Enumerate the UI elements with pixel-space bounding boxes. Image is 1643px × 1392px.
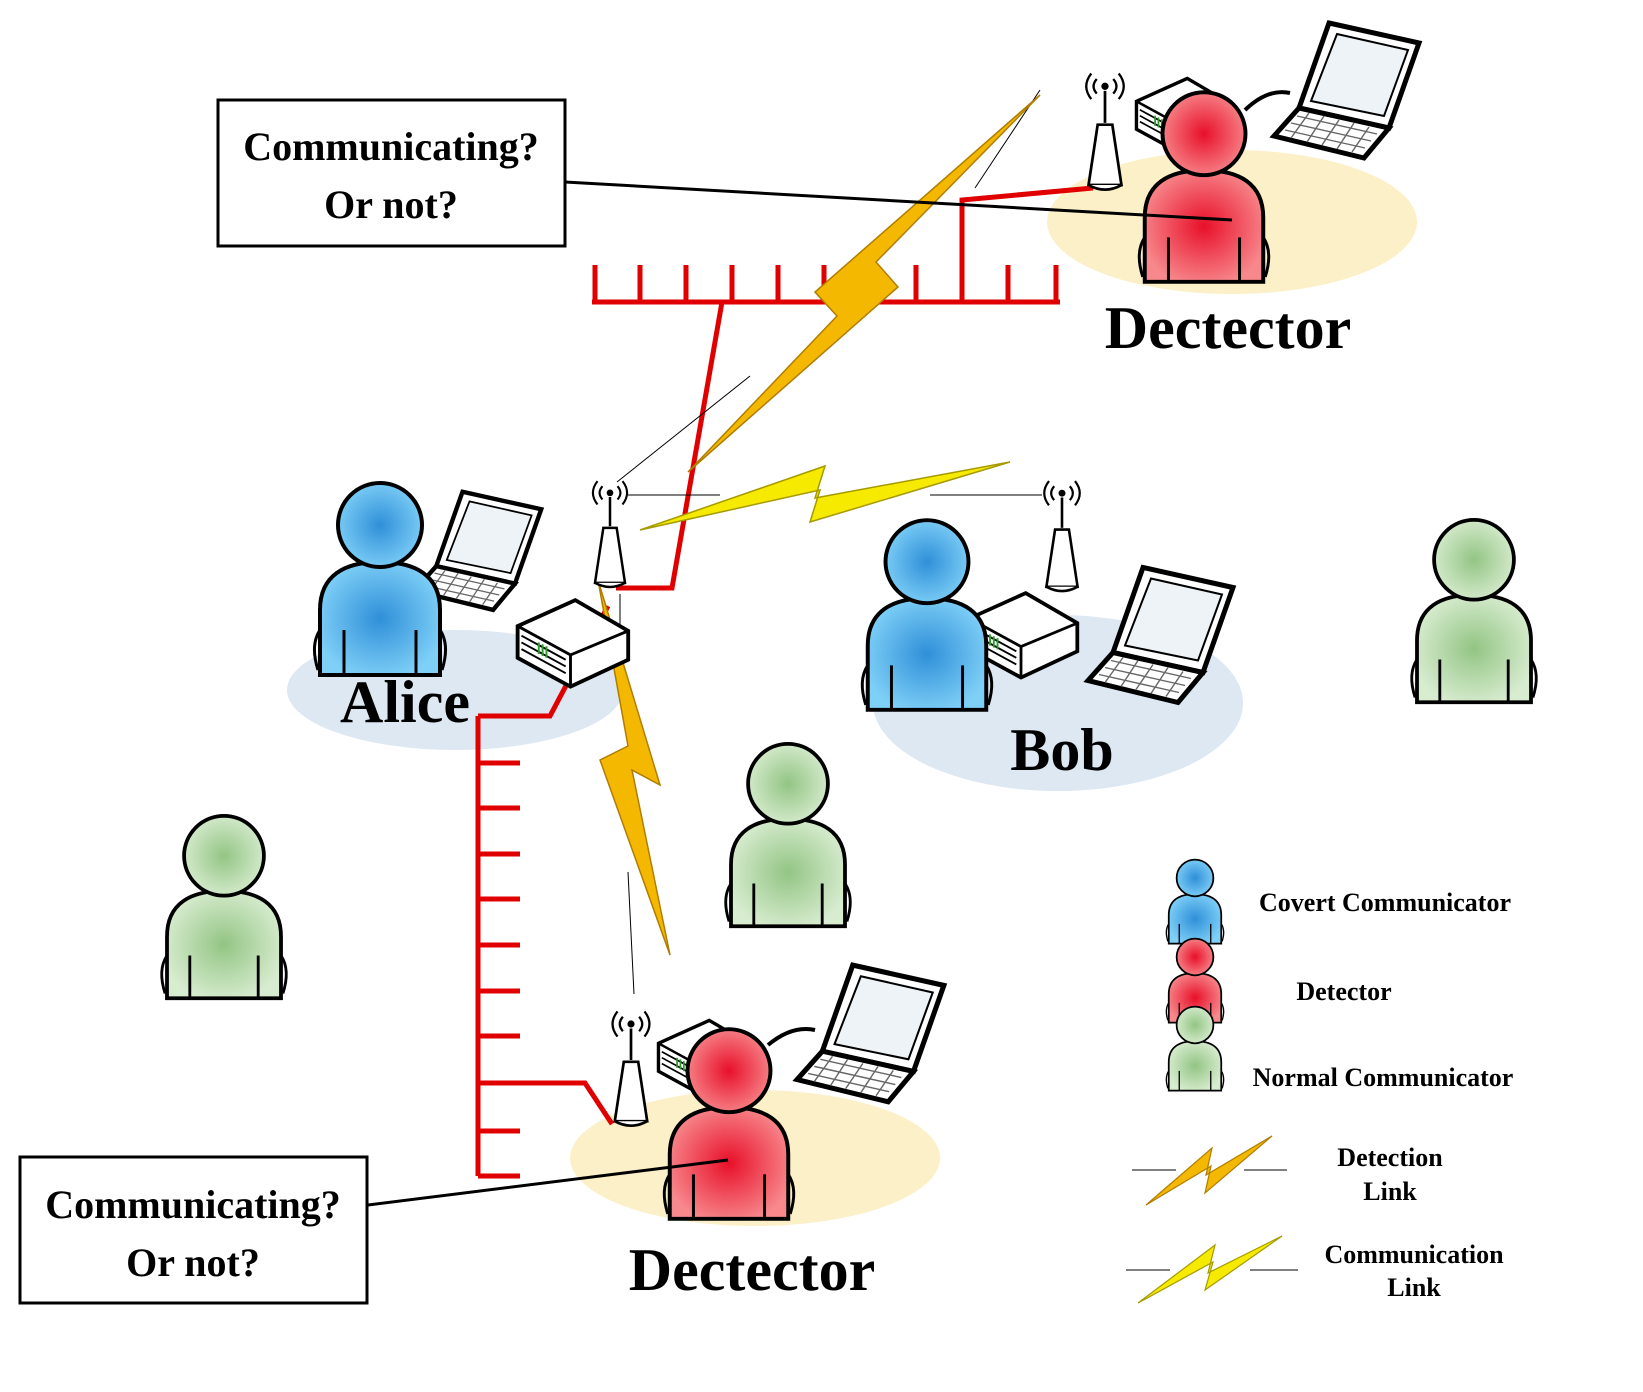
legend-communication-link-label-1: Communication (1324, 1240, 1504, 1269)
legend-covert-label: Covert Communicator (1259, 888, 1511, 917)
legend-covert-icon (1165, 858, 1225, 945)
bob-antenna-icon (1042, 479, 1082, 593)
detector-top-antenna-icon (1084, 72, 1126, 192)
alice-person-icon (312, 481, 448, 678)
normal-communicator-icon (159, 813, 289, 1002)
callout-bottom-line2: Or not? (126, 1240, 260, 1285)
alice-antenna-icon (591, 479, 629, 589)
callout-top-line1: Communicating? (243, 124, 539, 169)
legend-detection-link-icon (1145, 1135, 1273, 1206)
detector-bottom-laptop (797, 965, 944, 1102)
detector-bottom-label: Dectector (629, 1237, 875, 1303)
bob-person-icon (860, 518, 994, 713)
normal-communicator-icon (723, 741, 853, 930)
communication-link (639, 461, 1011, 531)
legend-communication-link-icon (1137, 1235, 1283, 1304)
legend-detection-link-label-1: Detection (1337, 1143, 1443, 1172)
callout-bottom (18, 1155, 369, 1305)
antenna-array-top (592, 185, 1094, 591)
detector-top-label: Dectector (1105, 295, 1351, 361)
detector-bottom-cable (766, 1027, 816, 1047)
legend: Covert Communicator Detector Normal Comm… (1137, 858, 1514, 1304)
detection-link-bottom (597, 579, 671, 956)
legend-detector-label: Detector (1296, 977, 1391, 1006)
callout-top-line2: Or not? (324, 182, 458, 227)
detector-top-laptop (1274, 23, 1419, 158)
detection-link-top (687, 94, 1041, 473)
callout-top (216, 98, 567, 248)
alice-label: Alice (340, 669, 470, 735)
callout-bottom-pointer (367, 1158, 729, 1207)
detector-top-cable (1243, 90, 1291, 112)
normal-communicator-icon (1409, 517, 1539, 706)
detector-bottom-antenna-icon (611, 1010, 651, 1128)
callout-top-pointer (564, 180, 1233, 222)
legend-normal-label: Normal Communicator (1253, 1063, 1514, 1092)
legend-detection-link-label-2: Link (1363, 1177, 1417, 1206)
callout-bottom-line1: Communicating? (45, 1182, 341, 1227)
bob-label: Bob (1010, 717, 1113, 783)
legend-communication-link-label-2: Link (1387, 1273, 1441, 1302)
